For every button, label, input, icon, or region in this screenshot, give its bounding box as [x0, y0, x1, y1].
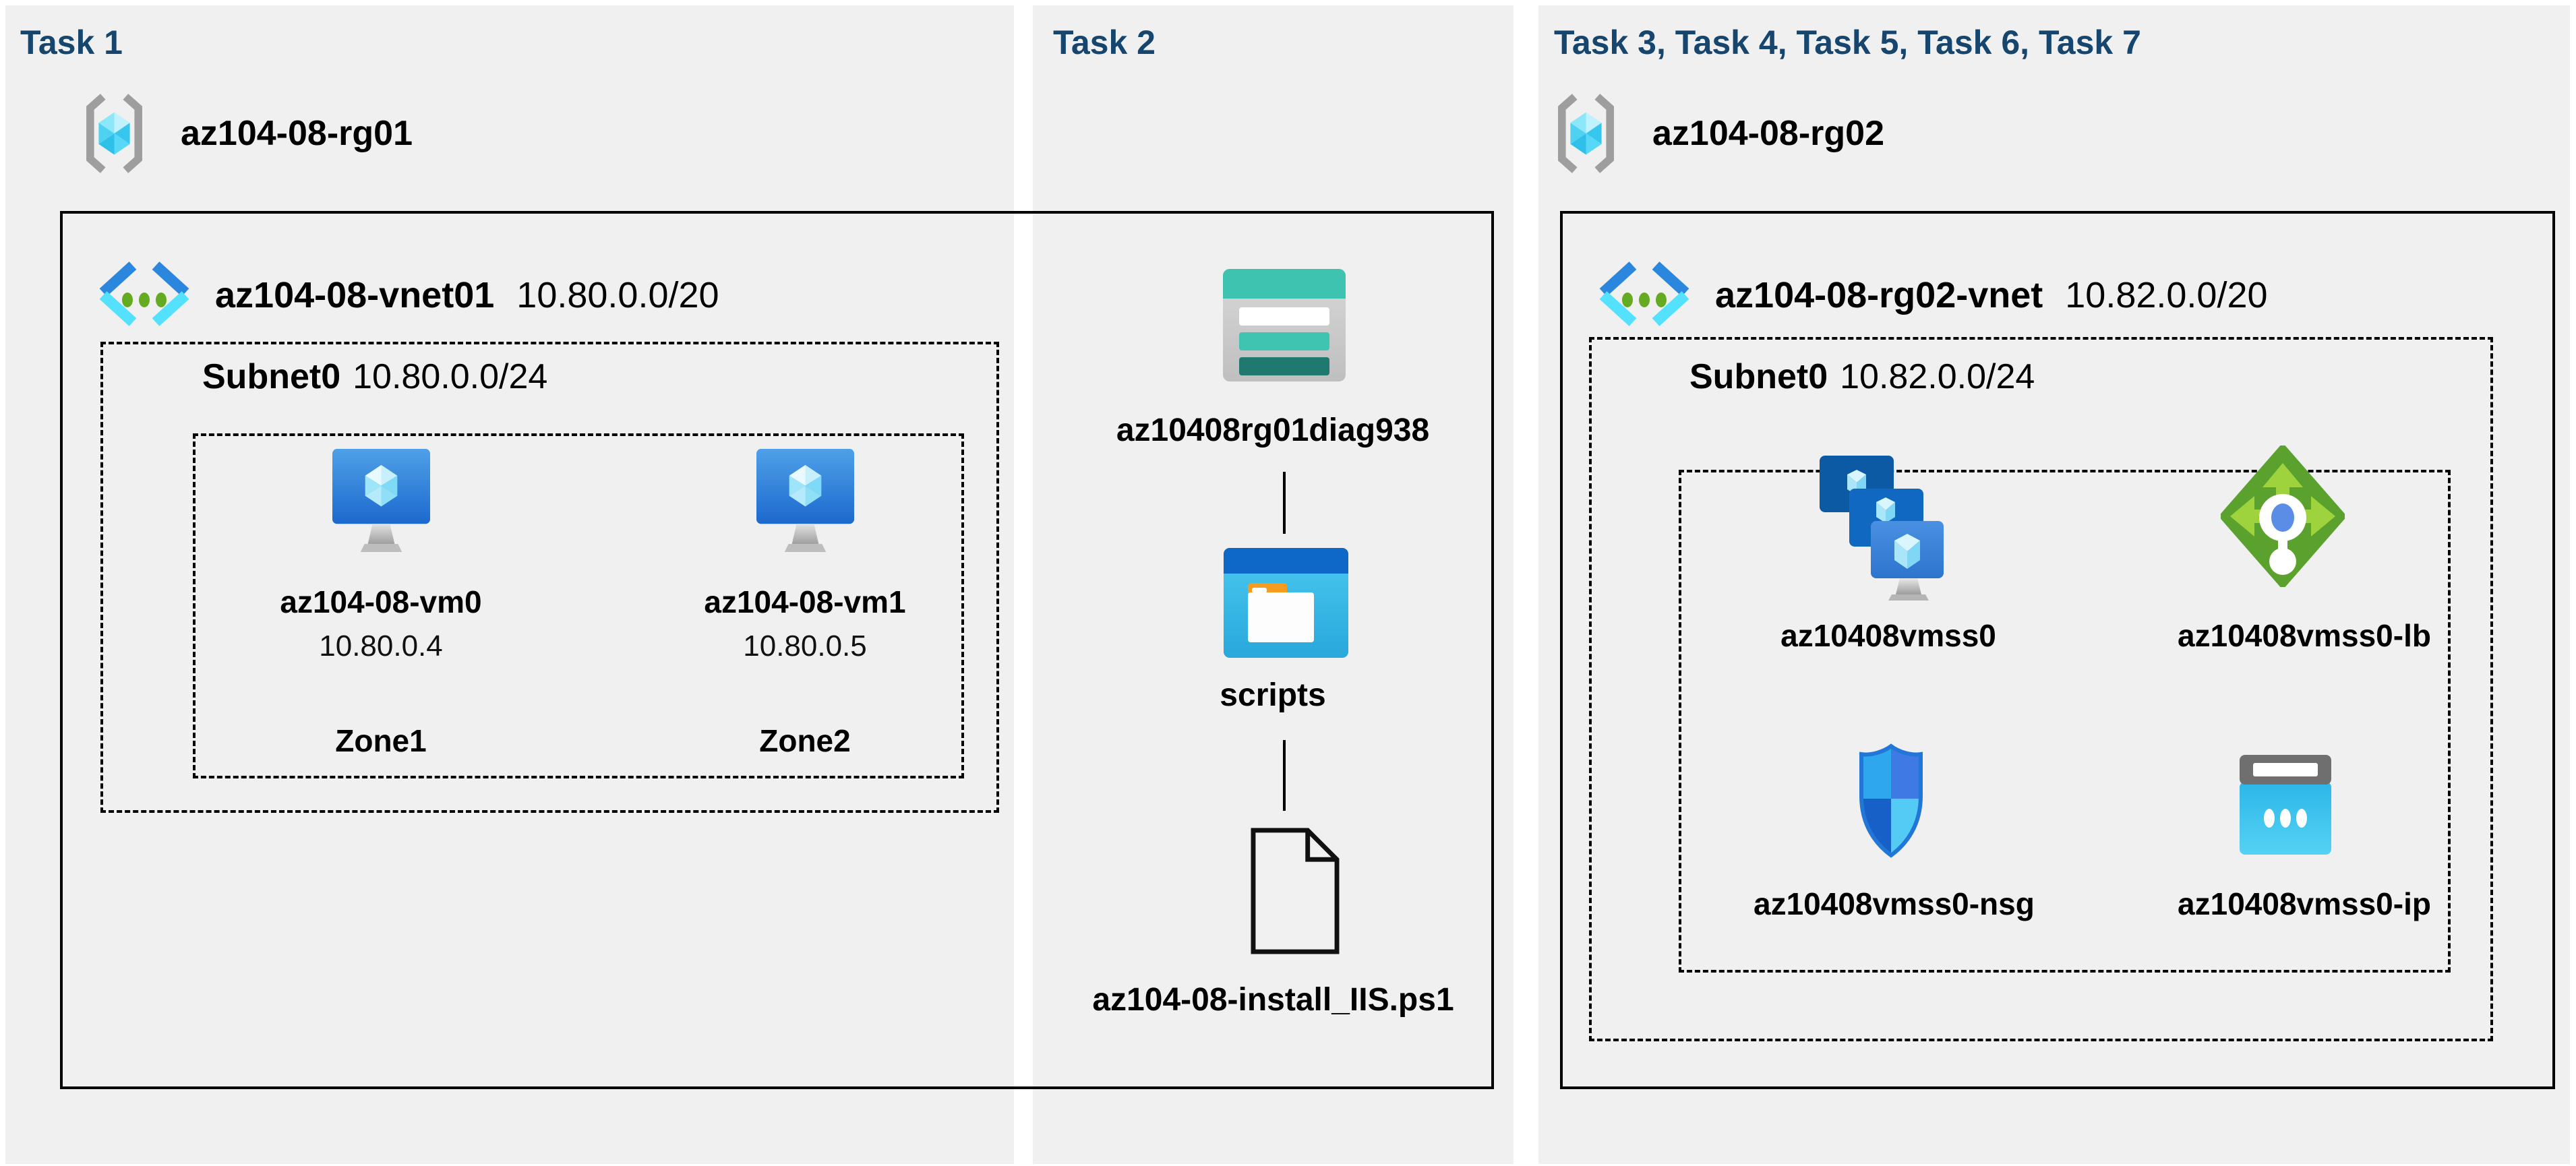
vnet-name: az104-08-vnet01	[215, 275, 495, 315]
subnet0-box-task3	[1589, 337, 2493, 1041]
storage-account-name: az10408rg01diag938	[1116, 412, 1430, 448]
vm1-zone: Zone2	[759, 723, 851, 758]
resource-group-name: az104-08-rg01	[181, 114, 413, 153]
subnet0-label-task1: Subnet0 10.80.0.0/24	[202, 356, 547, 398]
rg02-boundary-box	[1560, 211, 2555, 1089]
virtual-network-icon	[1594, 262, 1695, 329]
blob-container-icon	[1224, 548, 1348, 658]
vnet-row-rg02-vnet: az104-08-rg02-vnet 10.82.0.0/20	[1594, 262, 2268, 329]
public-ip-name: az10408vmss0-ip	[2178, 886, 2431, 921]
virtual-machine-icon	[756, 449, 854, 557]
subnet-name: Subnet0	[1689, 357, 1828, 396]
rg01-boundary-box	[60, 211, 1494, 1089]
resource-group-icon	[79, 94, 150, 173]
vnet-label: az104-08-rg02-vnet 10.82.0.0/20	[1715, 274, 2268, 316]
vm-scale-set-icon	[1820, 456, 1944, 601]
ps1-file-icon	[1247, 826, 1343, 956]
subnet-cidr: 10.82.0.0/24	[1840, 357, 2035, 396]
vm1-ip: 10.80.0.5	[743, 630, 867, 663]
vnet-label: az104-08-vnet01 10.80.0.0/20	[215, 274, 719, 316]
nsg-name: az10408vmss0-nsg	[1754, 886, 2035, 921]
task1-title: Task 1	[20, 24, 123, 61]
container-name: scripts	[1220, 677, 1326, 713]
vnet-cidr: 10.80.0.0/20	[516, 275, 719, 315]
vm0-zone: Zone1	[335, 723, 427, 758]
resource-group-rg02: az104-08-rg02	[1551, 94, 1884, 173]
virtual-machine-icon	[332, 449, 430, 557]
vm1-name: az104-08-vm1	[704, 584, 906, 619]
vm0-name: az104-08-vm0	[280, 584, 482, 619]
vmss-resources-box	[1679, 470, 2451, 973]
task1-panel	[5, 5, 1014, 1164]
connector-scripts-to-file	[1283, 740, 1286, 811]
virtual-network-icon	[94, 262, 195, 329]
vnet-name: az104-08-rg02-vnet	[1715, 275, 2043, 315]
storage-account-icon	[1223, 269, 1346, 381]
load-balancer-icon	[2221, 446, 2345, 587]
vnet-row-vnet01: az104-08-vnet01 10.80.0.0/20	[94, 262, 719, 329]
resource-group-rg01: az104-08-rg01	[79, 94, 413, 173]
subnet0-label-task3: Subnet0 10.82.0.0/24	[1689, 356, 2035, 398]
subnet-cidr: 10.80.0.0/24	[353, 357, 548, 396]
vmss-name: az10408vmss0	[1780, 618, 1996, 653]
script-file-name: az104-08-install_IIS.ps1	[1092, 982, 1454, 1018]
subnet-name: Subnet0	[202, 357, 341, 396]
vnet-cidr: 10.82.0.0/20	[2065, 275, 2268, 315]
connector-storage-to-scripts	[1283, 472, 1286, 534]
resource-group-name: az104-08-rg02	[1652, 114, 1884, 153]
task2-title: Task 2	[1053, 24, 1156, 61]
vm0-ip: 10.80.0.4	[319, 630, 443, 663]
resource-group-icon	[1551, 94, 1621, 173]
vm-zone-box	[193, 433, 964, 778]
public-ip-icon	[2240, 755, 2331, 855]
network-security-group-icon	[1853, 743, 1929, 858]
subnet0-box-task1	[100, 342, 999, 813]
task3-title: Task 3, Task 4, Task 5, Task 6, Task 7	[1554, 24, 2141, 61]
load-balancer-name: az10408vmss0-lb	[2178, 618, 2431, 653]
